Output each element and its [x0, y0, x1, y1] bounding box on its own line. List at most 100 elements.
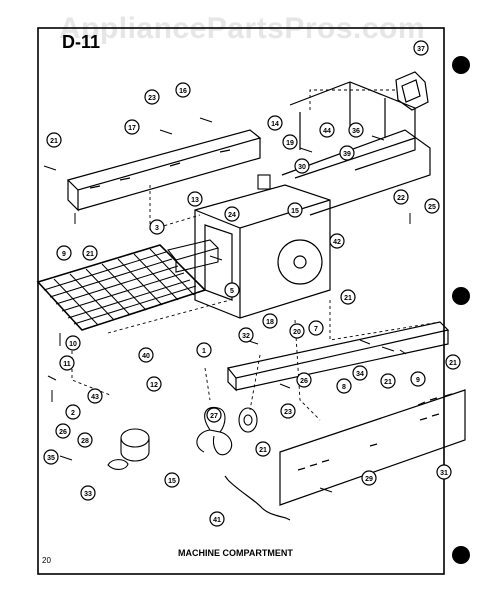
callout-bubble	[413, 40, 429, 56]
callout-bubble	[393, 189, 409, 205]
callout-number: 16	[179, 88, 187, 95]
callout-number: 5	[230, 288, 234, 295]
callout-bubble	[289, 323, 305, 339]
callout-bubble	[287, 202, 303, 218]
binder-hole-middle	[452, 287, 470, 305]
callout-number: 26	[300, 378, 308, 385]
callout-number: 23	[284, 409, 292, 416]
callout-bubble	[340, 289, 356, 305]
callout-number: 1	[202, 348, 206, 355]
callout-bubble	[80, 485, 96, 501]
fan-blade-part-33	[196, 406, 233, 456]
callout-bubble	[352, 365, 368, 381]
callout-bubble	[336, 378, 352, 394]
callout-number: 13	[191, 197, 199, 204]
page-code: D-11	[62, 32, 100, 52]
callout-bubble	[296, 372, 312, 388]
cylinder-part-34	[120, 428, 150, 462]
callout-number: 37	[417, 46, 425, 53]
binder-hole-bottom	[452, 546, 470, 564]
callout-number: 17	[128, 125, 136, 132]
callout-bubble	[124, 119, 140, 135]
callout-number: 18	[266, 319, 274, 326]
clip-part-35	[107, 459, 129, 470]
wire-harness-part-41	[224, 475, 291, 521]
fan-shroud-frame-part-5	[194, 184, 331, 319]
callout-bubble	[224, 282, 240, 298]
callout-number: 40	[142, 353, 150, 360]
callout-bubble	[348, 122, 364, 138]
callout-bubble	[87, 388, 103, 404]
callout-number: 25	[428, 204, 436, 211]
callout-number: 7	[314, 326, 318, 333]
callout-bubble	[65, 335, 81, 351]
callout-number: 35	[47, 455, 55, 462]
callout-bubble	[55, 423, 71, 439]
callout-bubble	[262, 313, 278, 329]
callout-bubble	[46, 132, 62, 148]
callout-number: 10	[69, 341, 77, 348]
callout-bubble	[149, 219, 165, 235]
callout-number: 11	[63, 361, 71, 368]
callout-number: 21	[259, 447, 267, 454]
callout-bubble	[224, 206, 240, 222]
callout-number: 15	[168, 478, 176, 485]
callout-number: 43	[91, 394, 99, 401]
callout-number: 31	[440, 470, 448, 477]
diagram-caption: MACHINE COMPARTMENT	[178, 548, 293, 558]
callout-number: 21	[449, 360, 457, 367]
callout-bubble	[196, 342, 212, 358]
callout-bubble	[436, 464, 452, 480]
callout-number: 23	[148, 95, 156, 102]
callout-number: 15	[291, 208, 299, 215]
side-panel-part-31	[279, 389, 466, 506]
callout-number: 20	[293, 329, 301, 336]
callout-number: 33	[84, 491, 92, 498]
callout-bubble	[255, 441, 271, 457]
callout-number: 30	[298, 164, 306, 171]
callout-number: 29	[365, 476, 373, 483]
callout-number: 28	[81, 438, 89, 445]
callout-bubble	[164, 472, 180, 488]
condenser-coil-part-9	[36, 244, 207, 331]
callout-bubble	[65, 404, 81, 420]
callout-number: 12	[150, 382, 158, 389]
callout-number: 14	[271, 121, 279, 128]
callout-bubble	[319, 122, 335, 138]
callout-number: 21	[344, 295, 352, 302]
callout-bubble	[329, 233, 345, 249]
callout-bubble	[410, 371, 426, 387]
callout-bubble	[138, 347, 154, 363]
callout-number: 41	[213, 517, 221, 524]
callout-bubble	[361, 470, 377, 486]
upper-rail-part-17	[66, 129, 262, 212]
callout-number: 21	[384, 379, 392, 386]
callout-number: 3	[155, 225, 159, 232]
callout-number: 21	[86, 251, 94, 258]
callout-bubble	[238, 327, 254, 343]
callout-bubble	[339, 145, 355, 161]
binder-hole-top	[452, 56, 470, 74]
callout-number: 26	[59, 429, 67, 436]
callout-number: 9	[416, 377, 420, 384]
callout-bubble	[445, 354, 461, 370]
callout-bubble	[146, 376, 162, 392]
callout-bubble	[82, 245, 98, 261]
callout-number: 8	[342, 384, 346, 391]
callout-bubble	[294, 158, 310, 174]
callout-number: 2	[71, 410, 75, 417]
callout-bubble	[56, 245, 72, 261]
bracket-part-3	[167, 239, 220, 273]
callout-number: 42	[333, 239, 341, 246]
callout-bubble	[424, 198, 440, 214]
callout-bubble	[206, 407, 222, 423]
callout-bubble	[144, 89, 160, 105]
callout-number: 9	[62, 251, 66, 258]
callout-bubble	[59, 355, 75, 371]
callout-number: 27	[210, 413, 218, 420]
fan-motor-part-37	[395, 71, 429, 111]
callout-bubble	[175, 82, 191, 98]
callout-number: 19	[286, 140, 294, 147]
callout-bubble	[308, 320, 324, 336]
